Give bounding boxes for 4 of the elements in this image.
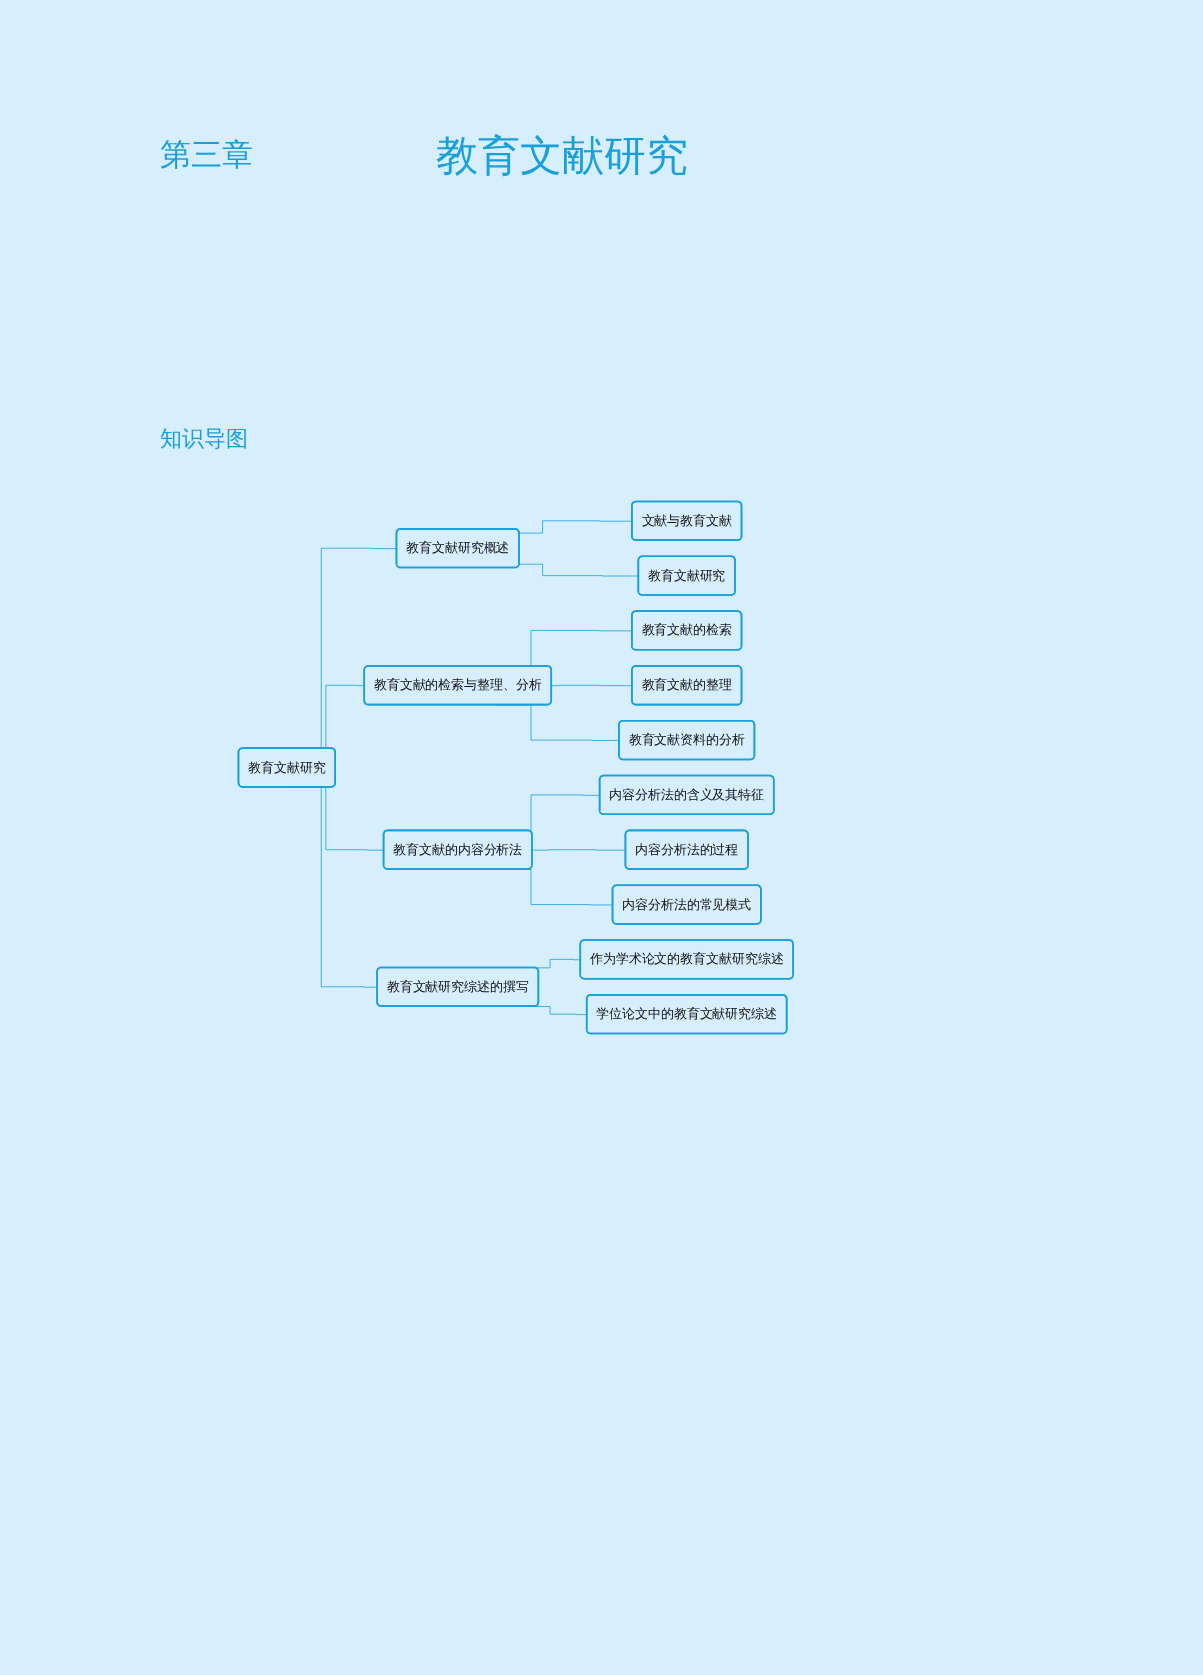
page-title: 教育文献研究: [436, 130, 688, 182]
chapter-label: 第三章: [160, 135, 253, 174]
section-heading: 知识导图: [160, 425, 248, 453]
mind-map: 教育文献研究 教育文献研究概述 文献与教育文献 教育文献研究 教育文献的检索与整理、分析 教育文献的检索 教育文献的整理 教育文献资料的分析 教育文献的内容分析法 内容分析法的含义及其特征 内容分析法的过程 内容分析法的常见模式 教育文献研究综述的撰写 作为学术论文的教育文献研究综述 学位论文中的教育文献研究综述: [232, 495, 800, 1040]
